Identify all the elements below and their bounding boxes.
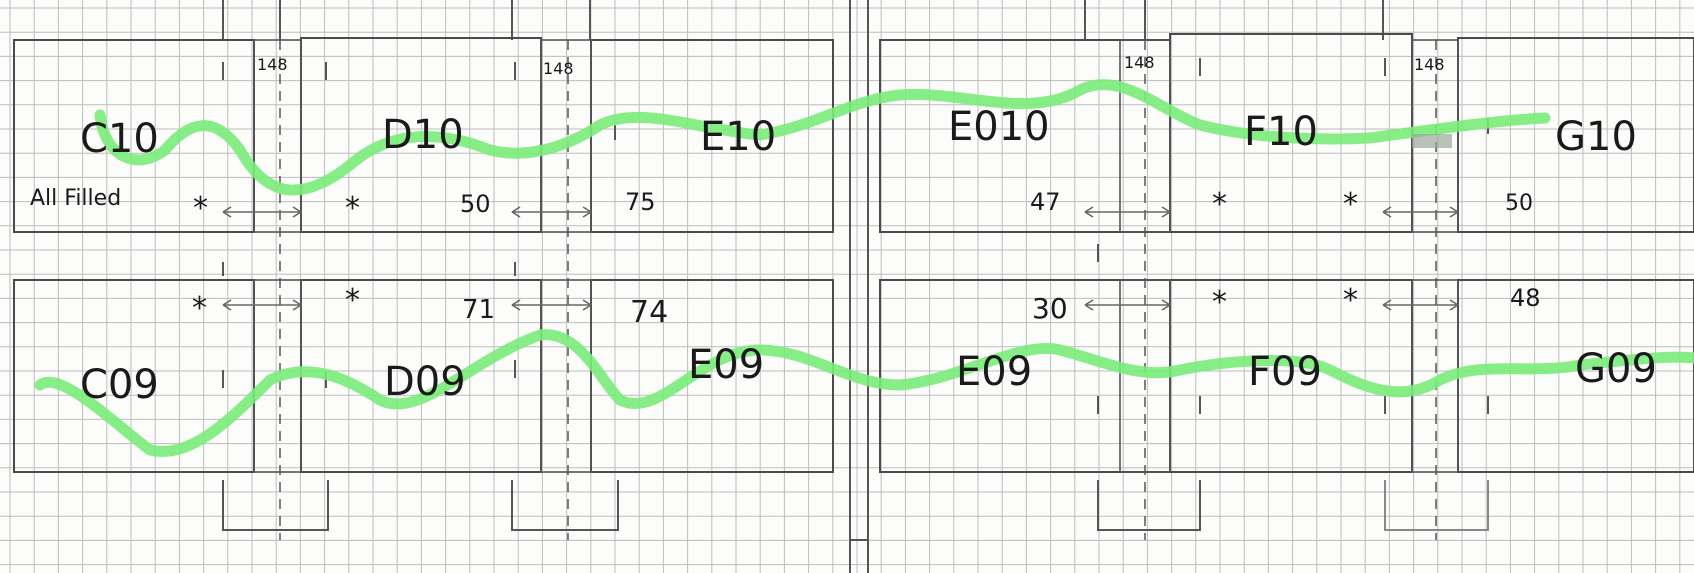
- dimension-value: 50: [460, 190, 491, 218]
- dimension-value: *: [1212, 187, 1227, 222]
- bay-label: C09: [80, 362, 159, 408]
- dimension-value: *: [345, 191, 360, 226]
- dimension-value: 50: [1505, 191, 1533, 216]
- gap-label: 148: [1124, 53, 1155, 72]
- dimension-arrows: [222, 206, 1459, 311]
- dimension-value: 48: [1510, 284, 1541, 312]
- bay-label: D09: [384, 359, 466, 405]
- bottom-row-highlight-wave: [34, 329, 1694, 457]
- grey-marker-patch: [1412, 134, 1452, 148]
- dimension-value: *: [193, 191, 208, 226]
- top-row-highlight-wave: [94, 79, 1551, 196]
- dimension-value: 74: [630, 295, 668, 330]
- edge-ticks: [222, 58, 1489, 414]
- bay-label: E09: [688, 342, 764, 388]
- dimension-value: *: [192, 291, 207, 326]
- bay-label: C10: [80, 116, 159, 162]
- dimension-value: 71: [462, 295, 495, 325]
- bay-label: F10: [1244, 109, 1318, 155]
- bay-label: E09: [956, 349, 1032, 395]
- bay-label: F09: [1248, 349, 1322, 395]
- gap-label: 148: [1414, 55, 1445, 74]
- bay-label: D10: [382, 112, 464, 158]
- dimension-value: 75: [625, 188, 656, 216]
- bay-label: G10: [1555, 114, 1637, 160]
- all-filled-note: All Filled: [30, 186, 121, 211]
- gap-label: 148: [257, 55, 288, 74]
- dimension-value: *: [1212, 285, 1227, 320]
- dimension-value: *: [345, 283, 360, 318]
- dimension-value: *: [1343, 283, 1358, 318]
- bay-label: E010: [948, 104, 1050, 150]
- gap-centerlines: [279, 40, 1437, 540]
- dimension-value: *: [1343, 187, 1358, 222]
- dimension-value: 47: [1030, 188, 1061, 216]
- support-brackets: [222, 480, 1489, 541]
- gap-label: 148: [543, 59, 574, 78]
- bay-label: G09: [1575, 346, 1657, 392]
- dimension-value: 30: [1032, 292, 1068, 325]
- bay-label: E10: [700, 114, 776, 160]
